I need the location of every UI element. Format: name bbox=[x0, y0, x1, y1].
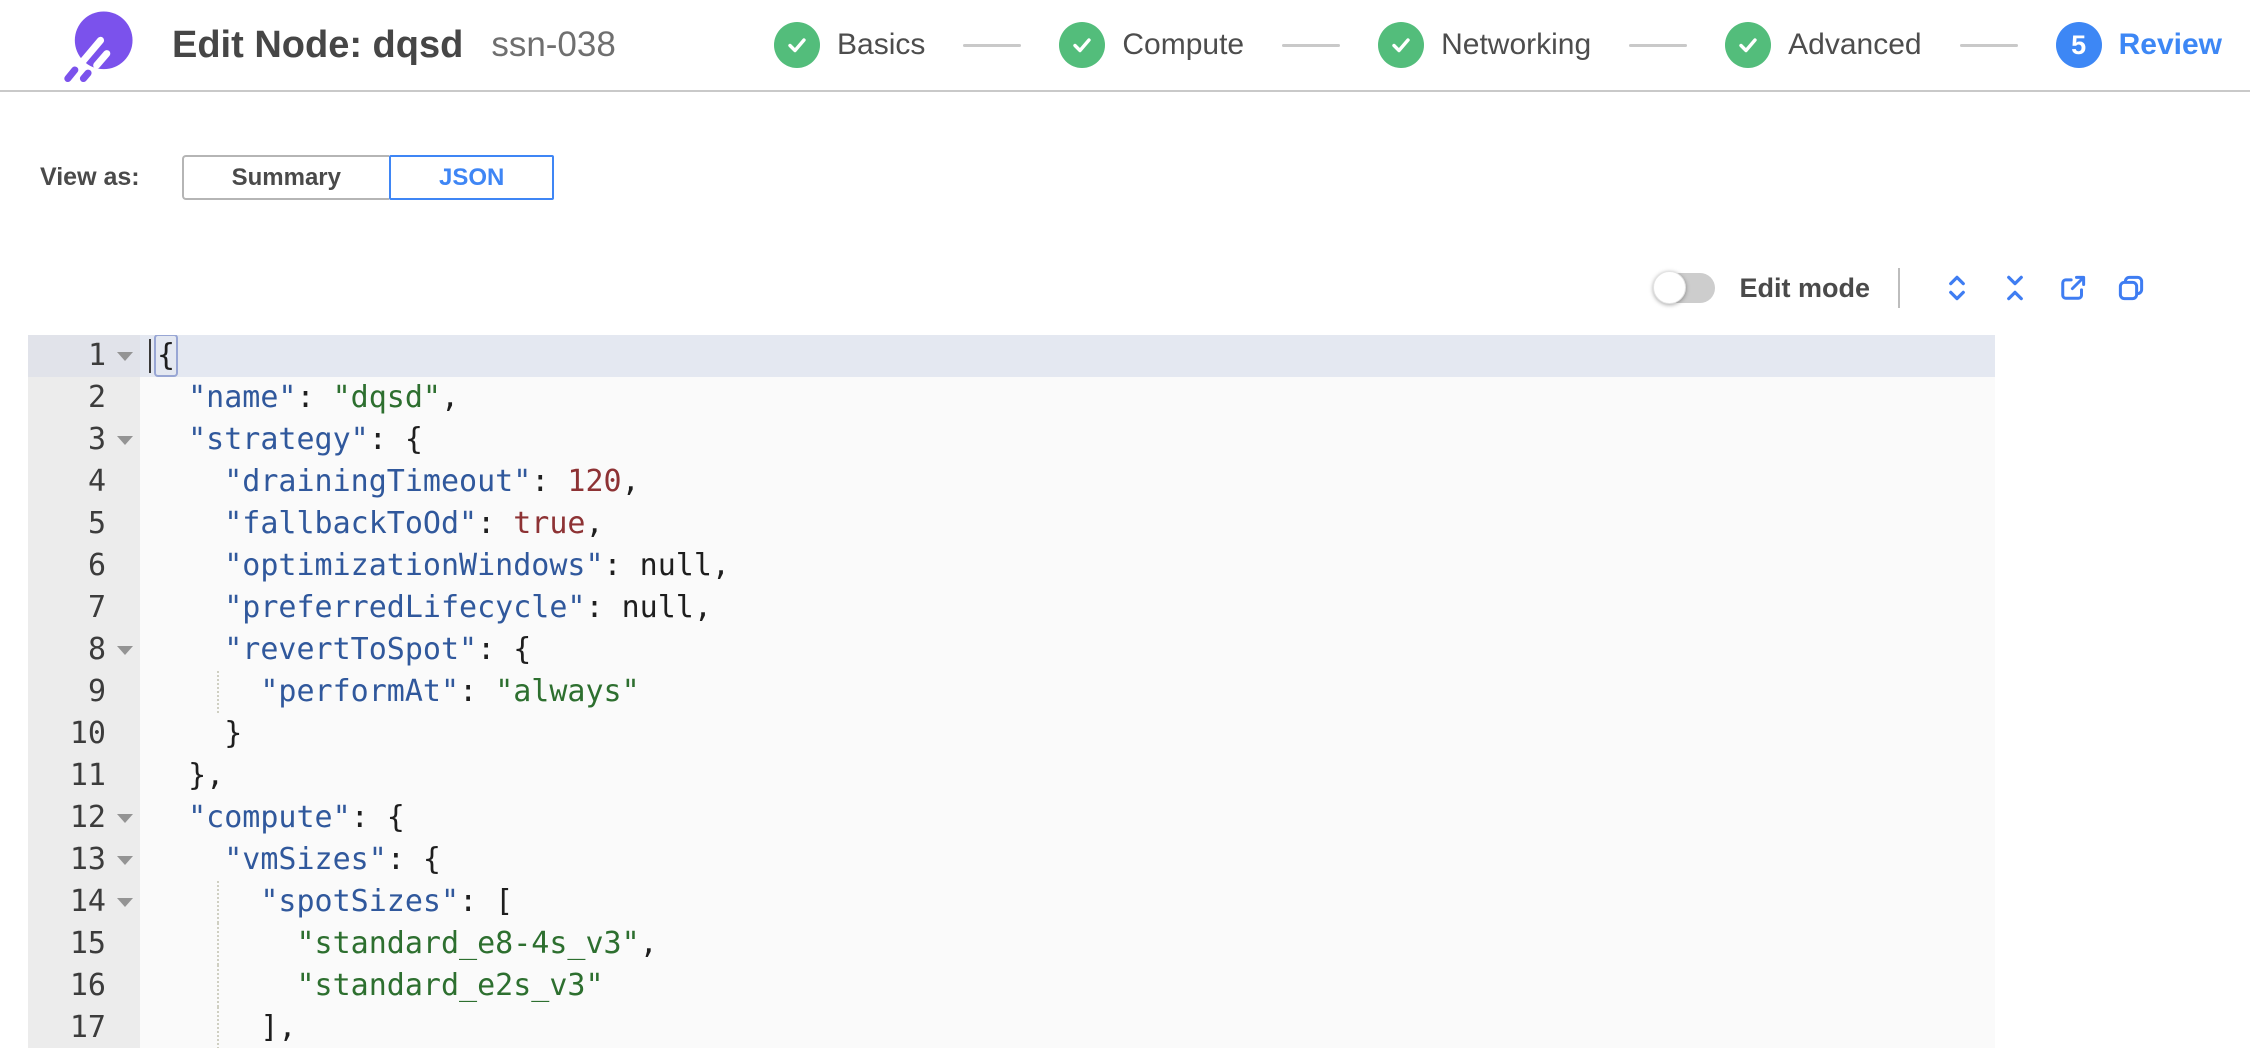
step-number-badge: 5 bbox=[2055, 22, 2102, 68]
code-line[interactable]: }, bbox=[188, 758, 225, 793]
gutter-line-number: 5 bbox=[87, 506, 106, 541]
code-line[interactable]: "compute": { bbox=[188, 800, 405, 835]
code-line[interactable]: } bbox=[224, 716, 243, 751]
wizard-header: Edit Node: dqsd ssn-038 Basics Compute N… bbox=[0, 0, 2250, 92]
wizard-stepper: Basics Compute Networking Advanced 5 bbox=[774, 22, 2222, 68]
gutter-line-number: 9 bbox=[87, 674, 106, 709]
gutter-line-number: 7 bbox=[87, 590, 106, 625]
copy-icon[interactable] bbox=[2116, 273, 2146, 303]
step-compute[interactable]: Compute bbox=[1059, 22, 1244, 68]
fold-arrow-icon[interactable] bbox=[117, 352, 133, 361]
code-line[interactable]: "standard_e2s_v3" bbox=[140, 965, 1995, 1007]
toggle-knob bbox=[1653, 271, 1687, 304]
step-connector bbox=[1959, 43, 2018, 47]
node-id: ssn-038 bbox=[491, 25, 616, 64]
fold-arrow-icon[interactable] bbox=[117, 814, 133, 823]
step-basics[interactable]: Basics bbox=[774, 22, 925, 68]
code-line[interactable]: "drainingTimeout": 120, bbox=[224, 464, 640, 499]
view-as-row: View as: Summary JSON bbox=[40, 155, 2250, 200]
gutter-line-number: 3 bbox=[28, 419, 140, 461]
indent-guide bbox=[217, 1007, 220, 1048]
gutter-line-number: 17 bbox=[69, 1010, 106, 1045]
gutter-line-number: 15 bbox=[69, 926, 106, 961]
edit-mode-label: Edit mode bbox=[1739, 272, 1870, 303]
fold-arrow-icon[interactable] bbox=[117, 856, 133, 865]
fold-arrow-icon[interactable] bbox=[117, 646, 133, 655]
gutter-line-number: 2 bbox=[87, 380, 106, 415]
indent-guide bbox=[217, 965, 220, 1007]
step-advanced[interactable]: Advanced bbox=[1725, 22, 1922, 68]
view-as-toggle-group: Summary JSON bbox=[181, 155, 555, 200]
code-line[interactable]: ], bbox=[140, 1007, 1995, 1048]
code-line[interactable]: { bbox=[140, 335, 1995, 377]
gutter-line-number: 10 bbox=[69, 716, 106, 751]
step-connector bbox=[963, 43, 1022, 47]
view-as-label: View as: bbox=[40, 163, 140, 191]
gutter-line-number: 6 bbox=[87, 548, 106, 583]
gutter-line-number: 12 bbox=[28, 797, 140, 839]
gutter-line-number: 8 bbox=[28, 629, 140, 671]
code-line[interactable]: "spotSizes": [ bbox=[140, 881, 1995, 923]
gutter-line-number: 1 bbox=[28, 335, 140, 377]
code-line[interactable]: "name": "dqsd", bbox=[188, 380, 460, 415]
editor-code[interactable]: { "name": "dqsd", "strategy": { "drainin… bbox=[140, 335, 1995, 1048]
step-connector bbox=[1282, 43, 1341, 47]
edit-mode-toggle[interactable] bbox=[1653, 271, 1716, 304]
gutter-line-number: 16 bbox=[69, 968, 106, 1003]
spot-logo-icon bbox=[64, 11, 133, 83]
export-icon[interactable] bbox=[2058, 273, 2088, 303]
code-line[interactable]: "fallbackToOd": true, bbox=[224, 506, 604, 541]
gutter-line-number: 13 bbox=[28, 839, 140, 881]
fold-icon[interactable] bbox=[2000, 273, 2030, 303]
step-connector bbox=[1629, 43, 1688, 47]
step-networking[interactable]: Networking bbox=[1378, 22, 1591, 68]
code-line[interactable]: "strategy": { bbox=[188, 422, 423, 457]
code-line[interactable]: "optimizationWindows": null, bbox=[224, 548, 730, 583]
gutter-line-number: 14 bbox=[28, 881, 140, 923]
indent-guide bbox=[217, 923, 220, 965]
fold-arrow-icon[interactable] bbox=[117, 898, 133, 907]
fold-arrow-icon[interactable] bbox=[117, 436, 133, 445]
check-circle-icon bbox=[774, 22, 821, 68]
check-circle-icon bbox=[1059, 22, 1106, 68]
page-title: Edit Node: dqsd bbox=[172, 23, 464, 66]
json-button[interactable]: JSON bbox=[389, 155, 555, 200]
check-circle-icon bbox=[1378, 22, 1425, 68]
editor-toolbar: Edit mode bbox=[0, 268, 2160, 308]
code-line[interactable]: "standard_e8-4s_v3", bbox=[140, 923, 1995, 965]
code-line[interactable]: "performAt": "always" bbox=[140, 671, 1995, 713]
code-line[interactable]: "revertToSpot": { bbox=[224, 632, 532, 667]
toolbar-divider bbox=[1898, 268, 1900, 308]
unfold-icon[interactable] bbox=[1942, 273, 1972, 303]
code-line[interactable]: "vmSizes": { bbox=[224, 842, 441, 877]
gutter-line-number: 11 bbox=[69, 758, 106, 793]
code-line[interactable]: "preferredLifecycle": null, bbox=[224, 590, 712, 625]
check-circle-icon bbox=[1725, 22, 1772, 68]
summary-button[interactable]: Summary bbox=[181, 155, 389, 200]
gutter-line-number: 4 bbox=[87, 464, 106, 499]
step-review[interactable]: 5 Review bbox=[2055, 22, 2222, 68]
indent-guide bbox=[217, 881, 220, 923]
text-cursor bbox=[149, 339, 151, 373]
indent-guide bbox=[217, 671, 220, 713]
